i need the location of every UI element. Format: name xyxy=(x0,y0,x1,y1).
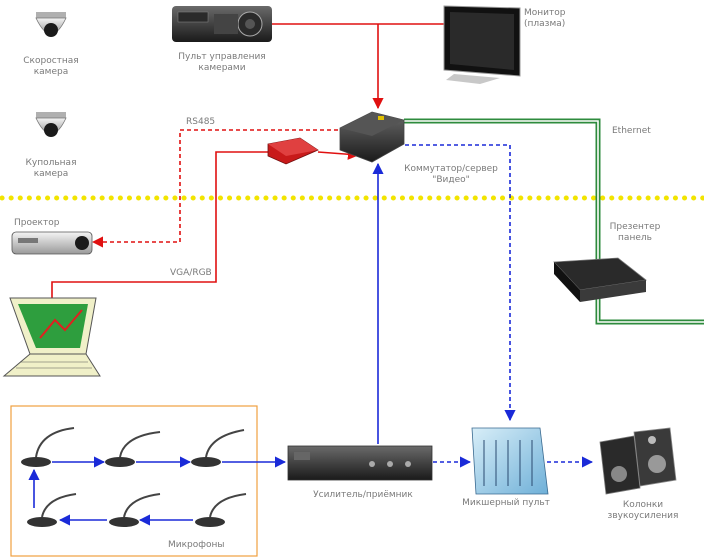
matrix-label: Коммутатор/сервер "Видео" xyxy=(396,164,506,186)
rs485-label: RS485 xyxy=(186,117,216,127)
projector-label: Проектор xyxy=(14,218,60,228)
monitor-label-line2: (плазма) xyxy=(524,19,566,29)
amplifier-label: Усилитель/приёмник xyxy=(313,490,413,500)
dome-camera-mid-icon xyxy=(35,112,67,137)
speakers-label-line1: Колонки xyxy=(622,500,664,510)
matrix-label-line2: "Видео" xyxy=(432,175,470,185)
network-switch-icon xyxy=(553,257,647,302)
microphone-group-frame xyxy=(10,405,258,557)
camera-top-label-line2: камера xyxy=(33,67,69,77)
remote-panel-label-line1: Пульт управления xyxy=(178,52,266,62)
microphone-3-icon xyxy=(191,429,245,467)
speakers-icon xyxy=(599,427,677,495)
vga-label: VGA/RGB xyxy=(170,268,212,278)
microphone-1-icon xyxy=(21,427,75,467)
projector-icon xyxy=(11,231,93,255)
remote-panel-label-line2: камерами xyxy=(198,63,246,73)
camera-mid-label-line1: Купольная xyxy=(25,158,77,168)
microphone-6-icon xyxy=(195,493,247,527)
presenter-label-line2: панель xyxy=(618,233,652,243)
microphone-4-icon xyxy=(27,493,77,527)
video-matrix-switcher-icon xyxy=(339,111,405,163)
laptop-icon xyxy=(2,297,101,377)
microphone-2-icon xyxy=(105,431,161,467)
signal-converter-icon xyxy=(267,137,319,165)
dome-camera-top-icon xyxy=(35,12,67,37)
remote-control-panel-icon xyxy=(172,6,272,42)
mixer-label: Микшерный пульт xyxy=(462,498,550,508)
plasma-monitor-icon xyxy=(443,5,521,84)
matrix-label-line1: Коммутатор/сервер xyxy=(404,164,498,174)
monitor-label-line1: Монитор xyxy=(524,8,566,18)
camera-mid-label: Купольная камера xyxy=(16,158,86,180)
speakers-label: Колонки звукоусиления xyxy=(588,500,698,522)
camera-top-label-line1: Скоростная xyxy=(23,56,79,66)
camera-top-label: Скоростная камера xyxy=(16,56,86,78)
camera-mid-label-line2: камера xyxy=(33,169,69,179)
ethernet-label: Ethernet xyxy=(612,126,651,136)
mixer-console-icon xyxy=(471,427,549,495)
rs485-dashed-line xyxy=(91,129,345,248)
remote-panel-label: Пульт управления камерами xyxy=(156,52,288,74)
audio-dashed-matrix-mixer xyxy=(405,144,516,422)
video-line-laptop-converter xyxy=(51,151,268,298)
presenter-label: Презентер панель xyxy=(600,222,670,244)
microphones-label: Микрофоны xyxy=(168,540,225,550)
presenter-label-line1: Презентер xyxy=(609,222,661,232)
microphone-5-icon xyxy=(109,493,161,527)
amplifier-icon xyxy=(287,445,433,481)
speakers-label-line2: звукоусиления xyxy=(607,511,679,521)
monitor-label: Монитор (плазма) xyxy=(524,8,594,30)
